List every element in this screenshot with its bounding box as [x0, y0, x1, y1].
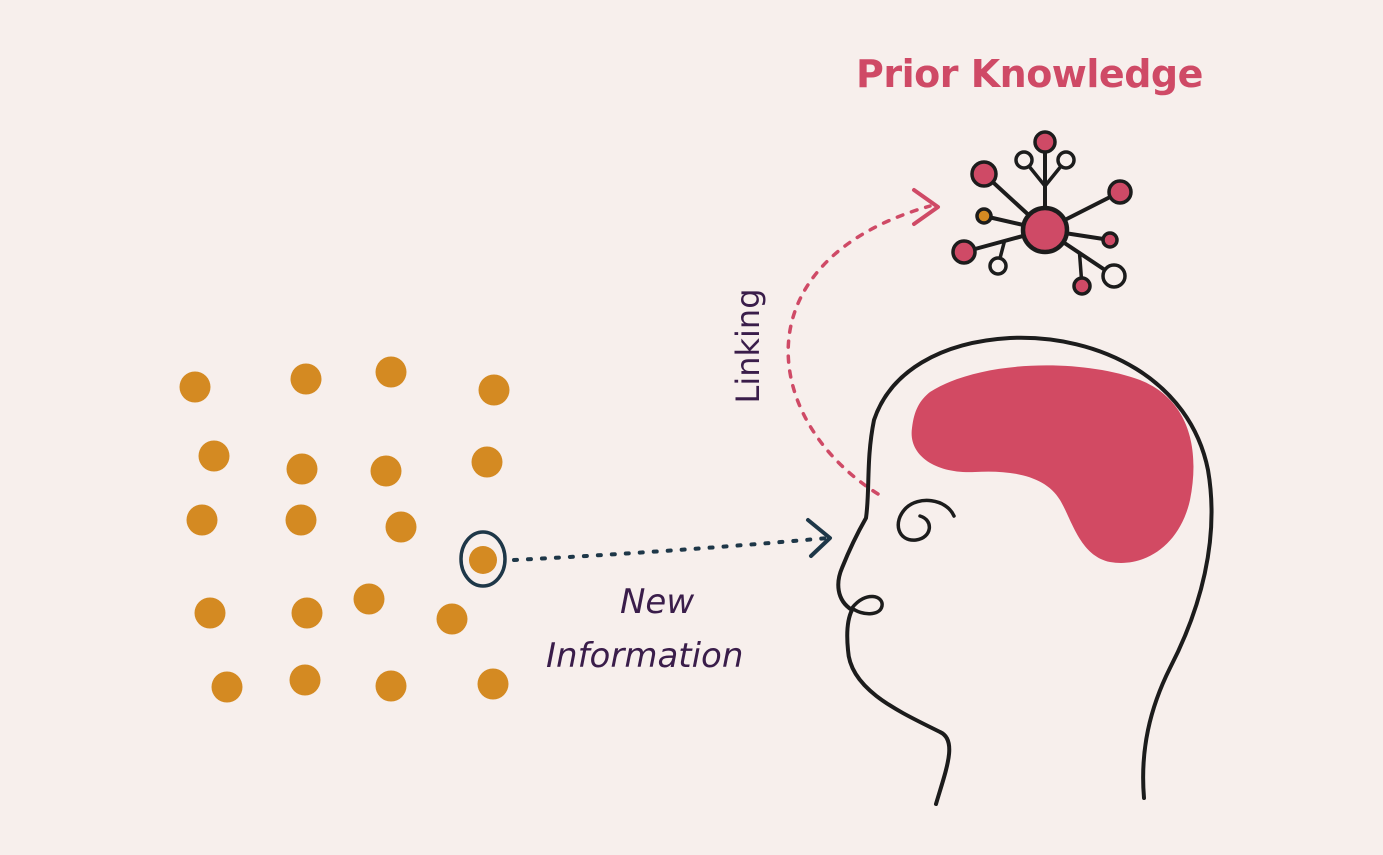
information-dot [286, 453, 318, 485]
network-node [975, 207, 993, 225]
information-dot [285, 504, 317, 536]
network-center-node [1020, 205, 1070, 255]
network-node [951, 239, 977, 265]
information-label: Information [546, 636, 744, 676]
knowledge-network-icon [951, 130, 1133, 296]
network-node [1107, 179, 1133, 205]
new-information-arrowhead [806, 518, 832, 558]
linking-arrow [786, 204, 932, 496]
brain-blob [911, 365, 1194, 563]
new-information-arrow [512, 536, 830, 562]
information-dot [179, 371, 211, 403]
network-node [1056, 150, 1076, 170]
information-dot [471, 446, 503, 478]
information-dot [198, 440, 230, 472]
new-label: New [620, 582, 695, 622]
network-node [988, 256, 1008, 276]
information-dot [478, 374, 510, 406]
ear [896, 498, 956, 542]
information-dot [370, 455, 402, 487]
network-node [1072, 276, 1092, 296]
information-dot [375, 356, 407, 388]
information-dot [385, 511, 417, 543]
network-node [1014, 150, 1034, 170]
information-dot [375, 670, 407, 702]
linking-arrowhead [912, 188, 940, 226]
information-dot [289, 664, 321, 696]
highlighted-dot [469, 546, 497, 574]
information-dot [290, 363, 322, 395]
information-dot [291, 597, 323, 629]
information-dots [179, 356, 510, 703]
head-outline [836, 335, 1214, 806]
information-dot [211, 671, 243, 703]
information-dot [186, 504, 218, 536]
information-dot [194, 597, 226, 629]
linking-label: Linking [729, 288, 767, 404]
information-dot [353, 583, 385, 615]
highlight-ring [459, 530, 507, 588]
information-dot [436, 603, 468, 635]
information-dot [477, 668, 509, 700]
nose-detail [850, 594, 884, 616]
network-node [970, 160, 998, 188]
network-node [1101, 263, 1127, 289]
network-node [1033, 130, 1057, 154]
network-node [1101, 231, 1119, 249]
prior-knowledge-title: Prior Knowledge [856, 52, 1203, 96]
